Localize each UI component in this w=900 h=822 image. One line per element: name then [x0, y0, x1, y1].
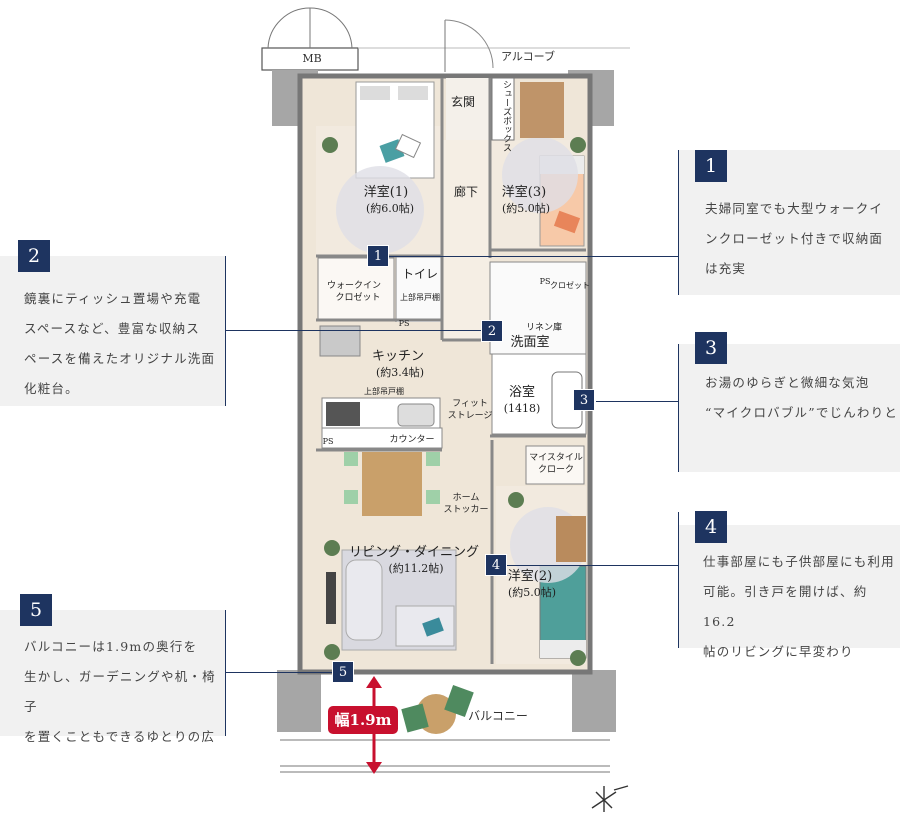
callout-text: 夫婦同室でも大型ウォークイ ンクローゼット付きで収納面 は充実 [705, 201, 884, 276]
room-label: フィット [452, 399, 488, 409]
room-label: リネン庫 [526, 321, 562, 333]
room-label: (約3.4帖) [376, 365, 424, 379]
plant [322, 137, 338, 153]
balcony-label: バルコニー [468, 709, 528, 723]
room-label: 洋室(3) [502, 184, 546, 200]
room-label: クローク [538, 464, 574, 475]
room-label: リビング・ダイニング [349, 545, 479, 560]
room-label: 洋室(1) [364, 184, 408, 200]
callout-number: 1 [695, 150, 727, 182]
balcony-width-label: 幅1.9m [335, 711, 392, 729]
room-label: (約5.0帖) [502, 201, 550, 215]
marker-1[interactable]: 1 [367, 245, 389, 267]
pillar [277, 670, 321, 732]
room-label: (約11.2帖) [388, 561, 443, 575]
callout-text: 鏡裏にティッシュ置場や充電 スペースなど、豊富な収納ス ペースを備えたオリジナル… [24, 291, 216, 396]
washroom [489, 261, 587, 355]
room-label: 上部吊戸棚 [400, 292, 440, 302]
connector-line [389, 256, 679, 257]
room-label: ストッカー [443, 504, 488, 515]
room-label: (約5.0帖) [508, 585, 556, 599]
room-label: 廊下 [454, 184, 478, 199]
plant [570, 137, 586, 153]
callout-number: 5 [20, 594, 52, 626]
callout-2: 2 鏡裏にティッシュ置場や充電 スペースなど、豊富な収納ス ペースを備えたオリジ… [0, 240, 225, 406]
alcove-label: アルコーブ [501, 49, 555, 63]
mb-label: MB [302, 52, 321, 65]
callout-text: 仕事部屋にも子供部屋にも利用 可能。引き戸を開けば、約16.2 帖のリビングに早… [703, 554, 895, 659]
room-label: カウンター [389, 434, 434, 445]
room-label: (約6.0帖) [366, 201, 414, 215]
compass-icon [591, 785, 629, 812]
plant [570, 650, 586, 666]
shoes-box [491, 77, 515, 141]
room-label: キッチン [372, 349, 424, 364]
callout-1: 1 夫婦同室でも大型ウォークイ ンクローゼット付きで収納面 は充実 [679, 150, 900, 295]
walkin-closet [317, 257, 395, 321]
connector-line [596, 401, 678, 402]
room-label: 浴室 [509, 384, 535, 400]
room-label: 玄関 [451, 94, 475, 109]
room-label: クロゼット [335, 291, 380, 303]
callout-number: 4 [695, 511, 727, 543]
desk-yoshitsu3 [520, 82, 564, 138]
room-label: 洋室(2) [508, 568, 552, 584]
marker-3[interactable]: 3 [573, 389, 595, 411]
marker-2[interactable]: 2 [481, 320, 503, 342]
entrance-door [444, 19, 494, 72]
callout-3: 3 お湯のゆらぎと微細な気泡 “マイクロバブル”でじんわりと [679, 332, 900, 472]
mystyle-cloak [525, 445, 585, 485]
shoes-box-label: シューズボックス [501, 80, 512, 152]
plant [324, 644, 340, 660]
connector-line [225, 256, 226, 406]
connector-line [225, 672, 343, 673]
rug-yoshitsu3 [502, 137, 578, 213]
room-label: (1418) [504, 402, 541, 415]
sofa [326, 559, 455, 647]
callout-number: 2 [18, 240, 50, 272]
room-label: マイスタイル [529, 452, 583, 463]
plant [324, 540, 340, 556]
stove [326, 402, 360, 426]
connector-line [678, 150, 679, 295]
callout-4: 4 仕事部屋にも子供部屋にも利用 可能。引き戸を開けば、約16.2 帖のリビング… [679, 511, 900, 659]
connector-line [507, 565, 678, 566]
callout-number: 3 [695, 332, 727, 364]
marker-5[interactable]: 5 [332, 661, 354, 683]
connector-line [678, 344, 679, 472]
connector-line [678, 512, 679, 648]
callout-text: お湯のゆらぎと微細な気泡 “マイクロバブル”でじんわりと [705, 375, 899, 420]
room-genkan [446, 78, 490, 140]
room-label: ストレージ [448, 411, 493, 421]
connector-line [225, 610, 226, 736]
balcony [280, 685, 610, 773]
room-label: PS [399, 319, 410, 328]
room-label: クロゼット [550, 280, 590, 290]
room-label: トイレ [402, 267, 438, 281]
room-label: 洗面室 [510, 334, 549, 350]
room-label: ホーム [453, 492, 480, 503]
room-label: PS [540, 277, 551, 286]
connector-line [225, 330, 493, 331]
bed-yoshitsu1 [355, 81, 435, 179]
kitchen-bar [321, 427, 443, 449]
mb-door [261, 7, 359, 71]
pillar [572, 670, 616, 732]
sink [397, 403, 435, 427]
desk-yoshitsu2 [556, 516, 586, 562]
room-label: ウォークイン [327, 280, 381, 291]
room-label: PS [323, 437, 334, 446]
callout-text: バルコニーは1.9mの奥行を 生かし、ガーデニングや机・椅子 を置くこともできる… [24, 639, 216, 744]
rug-yoshitsu1 [336, 166, 424, 254]
callout-5: 5 バルコニーは1.9mの奥行を 生かし、ガーデニングや机・椅子 を置くこともで… [0, 594, 225, 744]
marker-4[interactable]: 4 [485, 554, 507, 576]
room-label: 上部吊戸棚 [364, 386, 404, 396]
plant [508, 492, 524, 508]
room-corridor [442, 140, 490, 340]
interior-walls [316, 78, 586, 664]
sink-top [319, 325, 361, 357]
balcony-width-arrow [328, 676, 398, 774]
dining-table [344, 452, 440, 516]
